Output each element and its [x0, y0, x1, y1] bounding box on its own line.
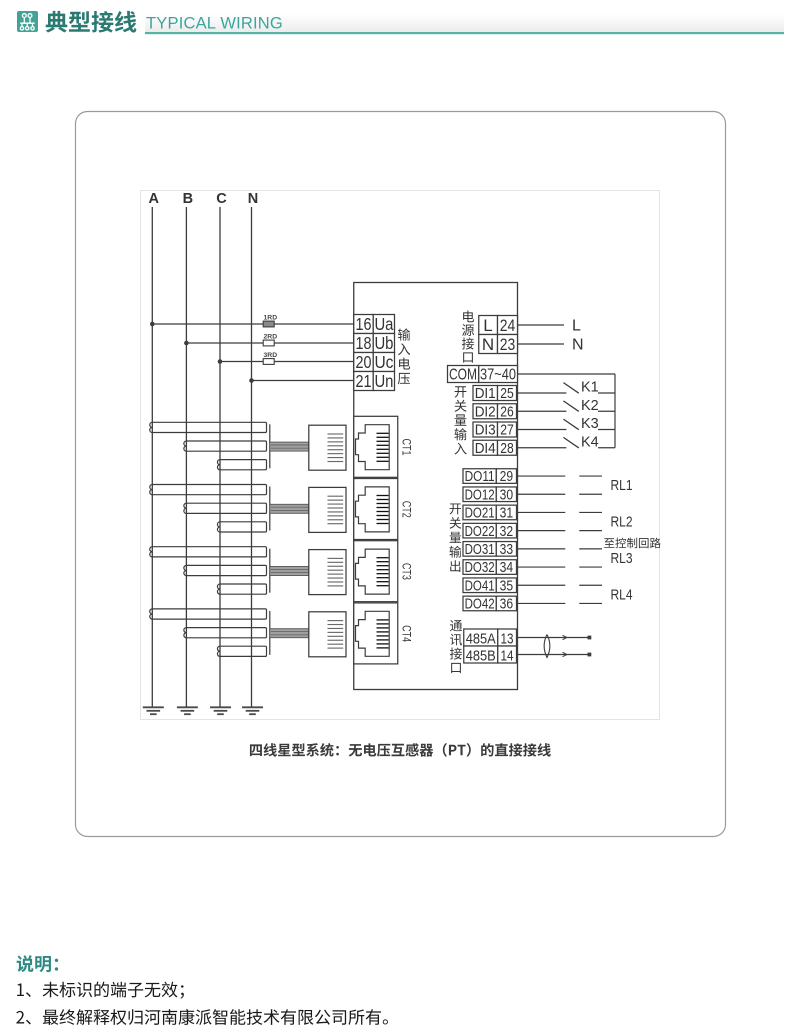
svg-text:31: 31 — [500, 506, 514, 522]
svg-text:485A: 485A — [466, 631, 496, 647]
svg-text:TYPICAL WIRING: TYPICAL WIRING — [146, 15, 283, 33]
svg-text:K4: K4 — [581, 434, 599, 450]
svg-text:36: 36 — [500, 597, 514, 613]
svg-text:RL3: RL3 — [611, 550, 633, 567]
svg-text:485B: 485B — [466, 648, 496, 664]
svg-text:27: 27 — [500, 422, 514, 439]
svg-text:30: 30 — [500, 487, 514, 503]
svg-text:2RD: 2RD — [264, 333, 278, 340]
svg-text:Un: Un — [374, 371, 393, 391]
svg-text:DO12: DO12 — [465, 487, 495, 503]
svg-text:DO11: DO11 — [465, 469, 495, 485]
svg-text:26: 26 — [500, 403, 514, 420]
svg-text:A: A — [149, 191, 160, 207]
svg-text:N: N — [482, 335, 494, 354]
svg-text:DO21: DO21 — [465, 506, 495, 522]
svg-text:DI2: DI2 — [475, 403, 496, 420]
svg-text:RL2: RL2 — [611, 514, 633, 531]
svg-text:DO41: DO41 — [465, 578, 495, 594]
svg-text:16: 16 — [355, 314, 371, 334]
svg-text:Ua: Ua — [374, 314, 393, 334]
svg-text:B: B — [183, 191, 193, 207]
svg-text:25: 25 — [500, 385, 514, 402]
svg-text:Ub: Ub — [374, 333, 393, 353]
svg-text:N: N — [248, 191, 258, 207]
svg-text:18: 18 — [355, 333, 371, 353]
svg-text:DO32: DO32 — [465, 560, 495, 576]
svg-text:DI4: DI4 — [475, 440, 496, 457]
svg-text:DO31: DO31 — [465, 542, 495, 558]
svg-text:DI1: DI1 — [475, 385, 496, 402]
svg-text:32: 32 — [500, 524, 514, 540]
svg-text:L: L — [572, 318, 581, 335]
svg-text:29: 29 — [500, 469, 514, 485]
svg-text:RL4: RL4 — [611, 586, 633, 603]
svg-text:1RD: 1RD — [264, 314, 278, 321]
svg-text:Uc: Uc — [374, 352, 393, 372]
svg-text:K1: K1 — [581, 380, 599, 396]
svg-text:DI3: DI3 — [475, 422, 496, 439]
svg-text:CT3: CT3 — [399, 563, 413, 580]
svg-text:3RD: 3RD — [264, 352, 278, 359]
svg-text:34: 34 — [500, 560, 514, 576]
svg-text:35: 35 — [500, 578, 514, 594]
svg-text:DO42: DO42 — [465, 597, 495, 613]
svg-text:L: L — [483, 316, 492, 335]
svg-text:33: 33 — [500, 542, 514, 558]
svg-text:23: 23 — [500, 335, 516, 354]
svg-text:CT2: CT2 — [399, 501, 413, 518]
svg-text:RL1: RL1 — [611, 477, 633, 494]
svg-text:COM: COM — [449, 367, 477, 384]
svg-text:N: N — [572, 337, 584, 354]
svg-text:CT1: CT1 — [399, 439, 413, 456]
svg-text:28: 28 — [500, 440, 514, 457]
svg-text:13: 13 — [501, 631, 514, 647]
svg-text:14: 14 — [501, 648, 514, 664]
svg-text:20: 20 — [355, 352, 371, 372]
svg-text:K3: K3 — [581, 416, 599, 432]
svg-text:CT4: CT4 — [399, 625, 413, 642]
svg-text:C: C — [216, 191, 227, 207]
svg-text:K2: K2 — [581, 398, 599, 414]
svg-text:21: 21 — [355, 371, 371, 391]
svg-text:24: 24 — [500, 316, 516, 335]
svg-text:37~40: 37~40 — [480, 367, 516, 384]
svg-text:DO22: DO22 — [465, 524, 495, 540]
